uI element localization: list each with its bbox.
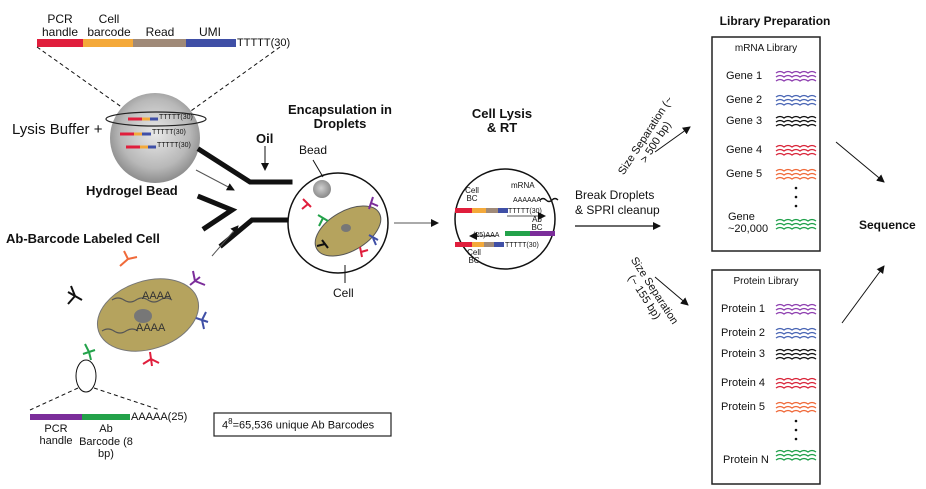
- ab-pcr-handle-label: PCR handle: [39, 423, 73, 448]
- protein-label: Protein 5: [721, 401, 766, 413]
- mrna-library-title: mRNA Library: [734, 43, 798, 54]
- library-prep-title: Library Preparation: [719, 14, 831, 28]
- droplet: [287, 159, 389, 283]
- lysis-polyt-top: TTTTT(30): [508, 208, 542, 215]
- cell-barcode-label: Cell barcode: [87, 12, 131, 40]
- ellipsis-dots-icon: [794, 419, 798, 441]
- pcr-handle-label: PCR handle: [41, 12, 79, 40]
- protein-label: Protein 3: [721, 348, 766, 360]
- lysis-polyt-bottom: TTTTT(30): [505, 242, 539, 249]
- encapsulation-title: Encapsulation in Droplets: [287, 102, 392, 132]
- protein-wave-icon: [775, 449, 817, 461]
- ab-barcode-label: Ab Barcode (8 bp): [79, 423, 133, 461]
- lysis-ab-bc: Ab BC: [531, 215, 543, 232]
- umi-segment: [186, 39, 236, 47]
- gene-label: Gene 1: [726, 70, 763, 82]
- gene-wave-icon: [775, 115, 817, 127]
- lysis-cell-bc-top: Cell BC: [465, 186, 479, 203]
- ellipsis-dots-icon: [794, 186, 798, 208]
- lysis-buffer-label: Lysis Buffer +: [12, 121, 103, 138]
- cell-title: Ab-Barcode Labeled Cell: [6, 231, 160, 246]
- oil-label: Oil: [256, 131, 274, 146]
- ab-labeled-cell: [29, 250, 209, 411]
- protein-label: Protein 1: [721, 303, 766, 315]
- pcr-handle-segment: [37, 39, 83, 47]
- bead-label: Bead: [299, 143, 328, 157]
- sequence-label: Sequence: [859, 218, 916, 232]
- umi-label: UMI: [199, 25, 221, 39]
- gene-label: Gene 5: [726, 168, 763, 180]
- droplet-cell-label: Cell: [333, 286, 354, 300]
- lysis-cell-bc-bottom: Cell BC: [467, 248, 481, 265]
- protein-wave-icon: [775, 348, 817, 360]
- lysis-polya25: (25)AAA: [473, 232, 500, 239]
- polyt-label: TTTTT(30): [237, 37, 291, 49]
- primer-structure: [36, 39, 281, 114]
- read-segment: [133, 39, 186, 47]
- gene-wave-icon: [775, 218, 817, 230]
- cell-lysis-title: Cell Lysis & RT: [471, 106, 533, 136]
- protein-wave-icon: [775, 401, 817, 413]
- protein-wave-icon: [775, 377, 817, 389]
- unique-barcode-box: [213, 412, 392, 437]
- gene-wave-icon: [775, 168, 817, 180]
- cell-polya-2: AAAA: [136, 322, 166, 334]
- ab-barcode-structure: [30, 414, 130, 420]
- protein-label-last: Protein N: [723, 454, 769, 466]
- gene-label: Gene 3: [726, 115, 763, 127]
- gene-label: Gene 2: [726, 94, 763, 106]
- mrna-library-box: [711, 36, 821, 252]
- break-droplets-label: Break Droplets: [575, 188, 655, 202]
- protein-wave-icon: [775, 303, 817, 315]
- protein-library-box: [711, 269, 821, 485]
- gene-wave-icon: [775, 94, 817, 106]
- lysis-polya: AAAAAA: [513, 197, 542, 204]
- bead-polyt-3: TTTTT(30): [157, 142, 191, 149]
- unique-barcodes-text: 48=65,536 unique Ab Barcodes: [222, 417, 375, 432]
- cell-barcode-segment: [83, 39, 133, 47]
- gene-label-last: Gene ~20,000: [728, 211, 769, 236]
- protein-label: Protein 4: [721, 377, 766, 389]
- lysis-mrna-label: mRNA: [511, 181, 535, 190]
- protein-label: Protein 2: [721, 327, 766, 339]
- ab-polya-label: AAAAA(25): [131, 411, 188, 423]
- gene-wave-icon: [775, 144, 817, 156]
- gene-wave-icon: [775, 70, 817, 82]
- gene-label: Gene 4: [726, 144, 763, 156]
- lysis-droplet: [454, 168, 559, 270]
- bead-polyt-2: TTTTT(30): [152, 129, 186, 136]
- cell-polya-1: AAAA: [142, 290, 172, 302]
- bead-polyt-1: TTTTT(30): [159, 114, 193, 121]
- spri-cleanup-label: & SPRI cleanup: [575, 203, 660, 217]
- microfluidic-junction: [196, 146, 293, 249]
- protein-library-title: Protein Library: [733, 276, 799, 287]
- hydrogel-bead: [105, 93, 207, 183]
- read-label: Read: [145, 25, 175, 39]
- protein-wave-icon: [775, 327, 817, 339]
- hydrogel-bead-title: Hydrogel Bead: [86, 183, 178, 198]
